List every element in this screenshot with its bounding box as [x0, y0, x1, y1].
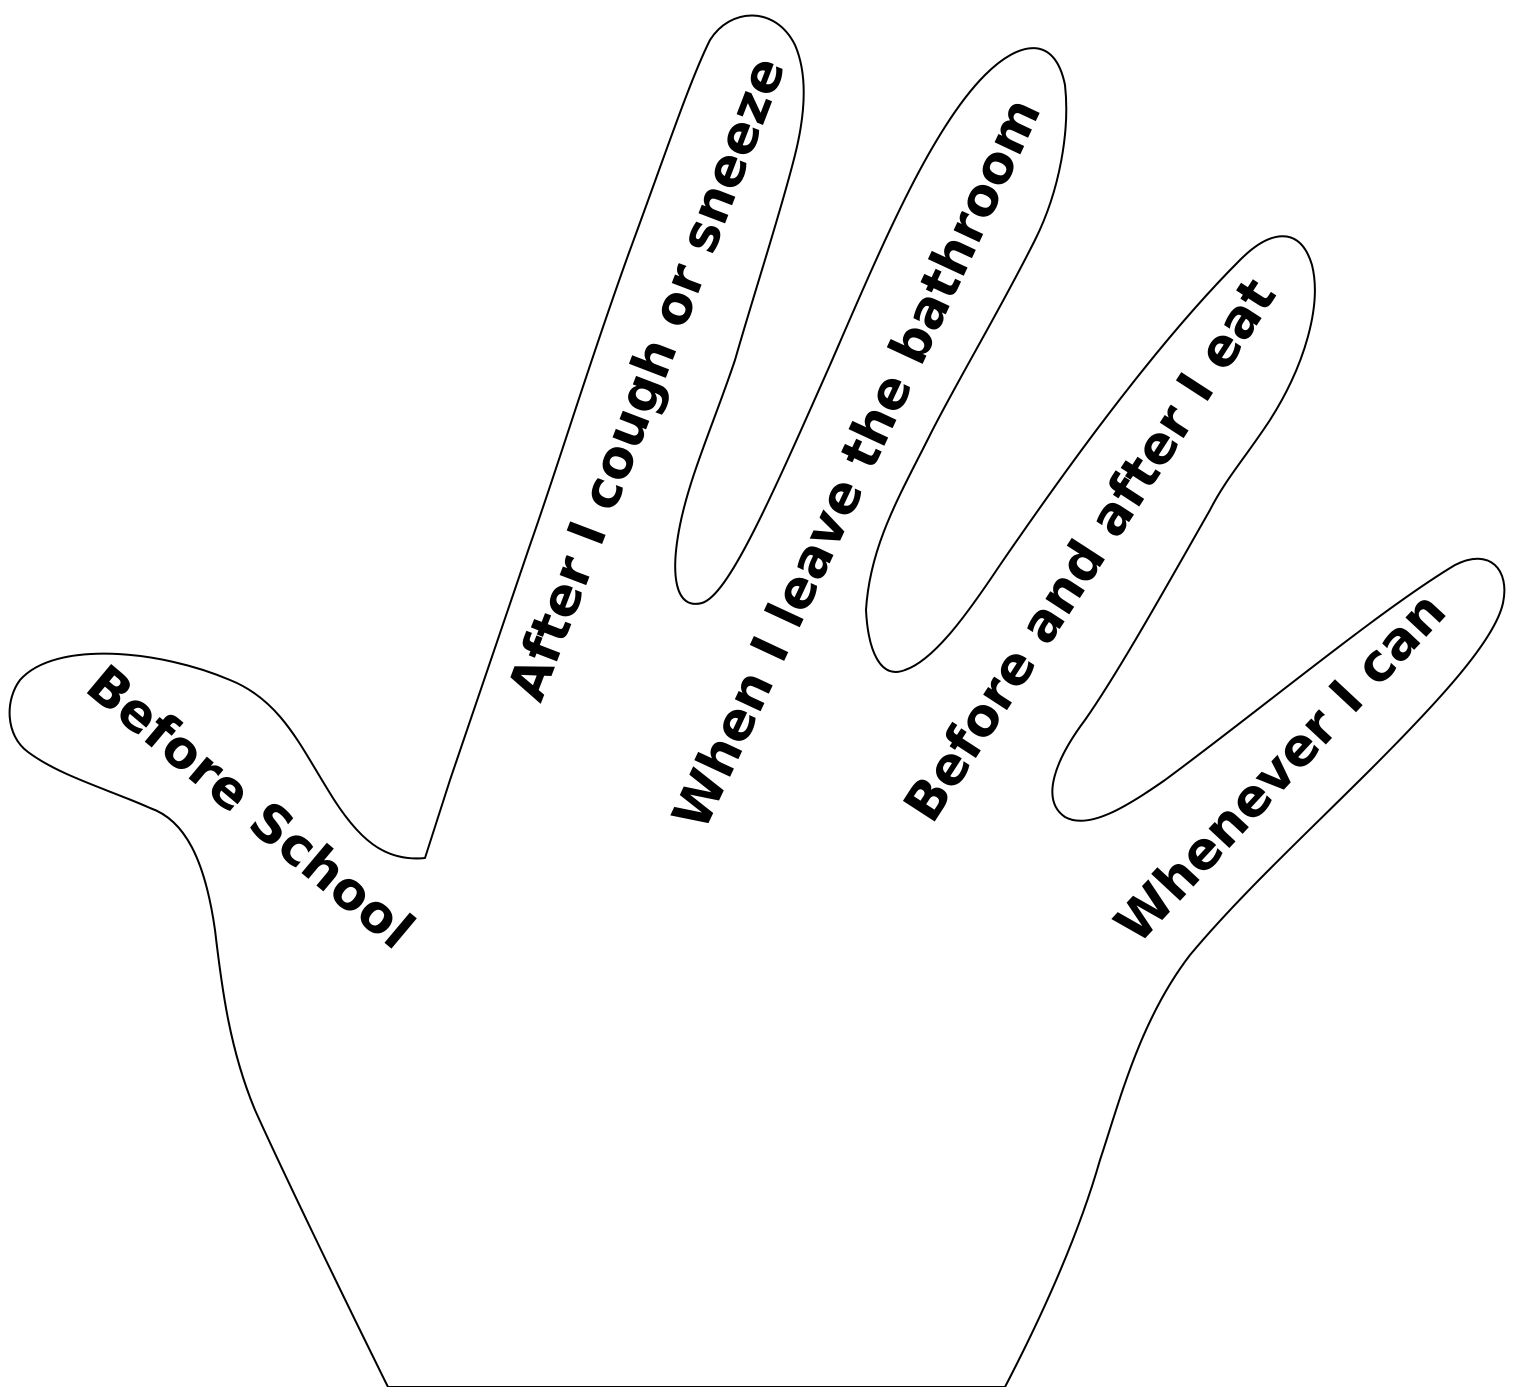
- pinky-finger-label: Whenever I can: [1104, 581, 1458, 955]
